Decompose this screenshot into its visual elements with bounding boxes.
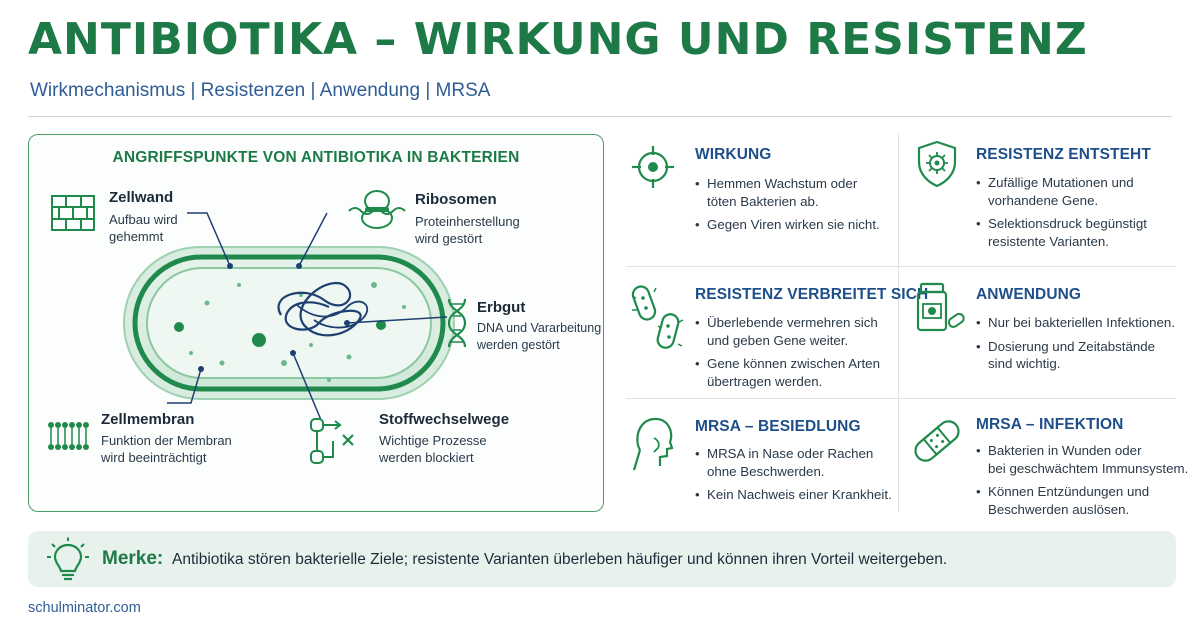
card-title: ANWENDUNG [976, 286, 1082, 303]
card-title: MRSA – BESIEDLUNG [695, 418, 861, 435]
header-divider [28, 116, 1172, 117]
membrane-icon [48, 422, 89, 450]
grid-divider-vertical [898, 134, 899, 512]
bullet-item: Gegen Viren wirken sie nicht. [695, 216, 880, 234]
footer-site: schulminator.com [28, 600, 141, 616]
grid-divider-horizontal [626, 398, 1176, 399]
brick-wall-icon [51, 195, 95, 231]
target-heading: Zellmembran [101, 411, 195, 428]
bacteria-icon [631, 285, 684, 349]
merke-text: Antibiotika stören bakterielle Ziele; re… [172, 551, 948, 568]
pathway-icon [310, 418, 354, 464]
target-text: Proteinherstellung wird gestört [415, 214, 520, 246]
page-title: ANTIBIOTIKA – WIRKUNG UND RESISTENZ [28, 14, 1088, 65]
card-title: RESISTENZ ENTSTEHT [976, 146, 1151, 163]
merke-box: Merke: Antibiotika stören bakterielle Zi… [28, 531, 1176, 587]
card-bullets: Nur bei bakteriellen Infektionen. Dosier… [976, 314, 1175, 379]
grid-divider-horizontal [626, 266, 1176, 267]
card-title: MRSA – INFEKTION [976, 416, 1124, 433]
page-subtitle: Wirkmechanismus | Resistenzen | Anwendun… [30, 80, 491, 101]
target-text: Wichtige Prozesse werden blockiert [379, 433, 487, 465]
bullet-item: Kein Nachweis einer Krankheit. [695, 486, 892, 504]
dna-icon [447, 298, 467, 348]
lightbulb-icon [47, 537, 89, 581]
target-text: Funktion der Membran wird beeinträchtigt [101, 433, 232, 465]
targets-panel: ANGRIFFSPUNKTE VON ANTIBIOTIKA IN BAKTER… [28, 134, 604, 512]
panel-title: ANGRIFFSPUNKTE VON ANTIBIOTIKA IN BAKTER… [112, 149, 520, 166]
merke-label: Merke: [102, 548, 164, 569]
shield-bacterium-icon [917, 140, 957, 188]
target-icon [632, 146, 674, 188]
bandage-icon [914, 420, 960, 462]
target-heading: Erbgut [477, 299, 526, 316]
card-title: WIRKUNG [695, 146, 772, 163]
pill-bottle-icon [916, 282, 965, 332]
target-heading: Zellwand [109, 189, 174, 206]
target-heading: Ribosomen [415, 191, 497, 208]
target-text: Aufbau wird gehemmt [109, 212, 178, 244]
bacterium-illustration [123, 212, 455, 421]
ribosome-icon [348, 190, 406, 229]
bullet-item: Nur bei bakteriellen Infektionen. [976, 314, 1175, 332]
card-title: RESISTENZ VERBREITET SICH [695, 286, 929, 303]
target-text: DNA und Vararbeitung werden gestört [477, 321, 602, 352]
person-head-icon [632, 417, 674, 471]
target-heading: Stoffwechselwege [379, 411, 510, 428]
